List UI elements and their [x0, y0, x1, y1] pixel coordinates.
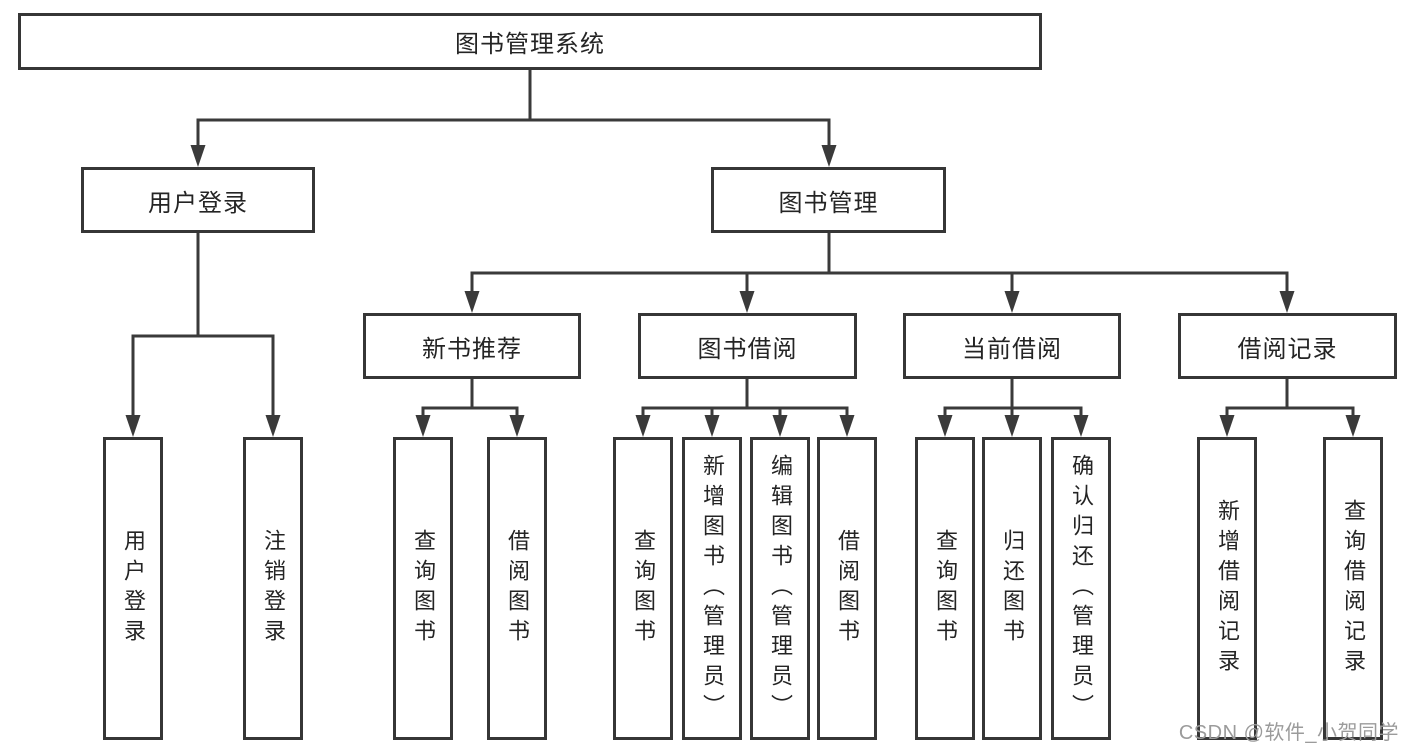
leaf-logout-label: 注销登录 [261, 528, 286, 649]
leaf-borrow-book-rec-label: 借阅图书 [505, 528, 530, 649]
node-borrow-record-label: 借阅记录 [1237, 335, 1338, 363]
leaf-query-borrow-record-label: 查询借阅记录 [1341, 498, 1366, 679]
leaf-confirm-return-admin-label: 确认归还（管理员） [1069, 453, 1094, 724]
connector-bookborrow-to-leaves [635, 379, 855, 437]
leaf-query-book-rec-label: 查询图书 [411, 528, 436, 649]
leaf-add-borrow-record-label: 新增借阅记录 [1215, 498, 1240, 679]
leaf-user-login: 用户登录 [103, 437, 163, 740]
leaf-query-book-current-label: 查询图书 [933, 528, 958, 649]
leaf-edit-book-admin-label: 编辑图书（管理员） [768, 453, 793, 724]
node-book-mgmt: 图书管理 [711, 167, 946, 233]
leaf-add-borrow-record: 新增借阅记录 [1197, 437, 1257, 740]
connector-currentborrow-to-leaves [937, 379, 1089, 437]
leaf-borrow-book-borrow-label: 借阅图书 [835, 528, 860, 649]
connector-root-to-level2 [190, 70, 837, 167]
leaf-confirm-return-admin: 确认归还（管理员） [1051, 437, 1111, 740]
leaf-query-book-borrow-label: 查询图书 [631, 528, 656, 649]
leaf-query-book-rec: 查询图书 [393, 437, 453, 740]
leaf-query-book-current: 查询图书 [915, 437, 975, 740]
node-root: 图书管理系统 [18, 13, 1042, 70]
node-book-borrow-label: 图书借阅 [697, 335, 798, 363]
node-user-login-label: 用户登录 [148, 189, 248, 217]
connector-bookmgmt-to-level3 [464, 233, 1295, 313]
node-current-borrow-label: 当前借阅 [962, 335, 1062, 363]
leaf-edit-book-admin: 编辑图书（管理员） [750, 437, 810, 740]
node-current-borrow: 当前借阅 [903, 313, 1121, 379]
leaf-query-book-borrow: 查询图书 [613, 437, 673, 740]
node-new-book-rec: 新书推荐 [363, 313, 581, 379]
connector-borrowrecord-to-leaves [1219, 379, 1361, 437]
leaf-borrow-book-borrow: 借阅图书 [817, 437, 877, 740]
leaf-borrow-book-rec: 借阅图书 [487, 437, 547, 740]
node-user-login: 用户登录 [81, 167, 315, 233]
node-borrow-record: 借阅记录 [1178, 313, 1397, 379]
watermark: CSDN @软件_小贺同学 [1178, 722, 1399, 744]
connector-newbookrec-to-leaves [415, 379, 525, 437]
leaf-user-login-label: 用户登录 [121, 528, 146, 649]
node-book-mgmt-label: 图书管理 [778, 189, 879, 217]
leaf-return-book: 归还图书 [982, 437, 1042, 740]
leaf-logout: 注销登录 [243, 437, 303, 740]
leaf-add-book-admin: 新增图书（管理员） [682, 437, 742, 740]
leaf-add-book-admin-label: 新增图书（管理员） [700, 453, 725, 724]
leaf-return-book-label: 归还图书 [1000, 528, 1025, 649]
leaf-query-borrow-record: 查询借阅记录 [1323, 437, 1383, 740]
node-book-borrow: 图书借阅 [638, 313, 857, 379]
connector-userlogin-to-leaves [125, 233, 281, 437]
node-root-label: 图书管理系统 [455, 31, 605, 58]
node-new-book-rec-label: 新书推荐 [422, 335, 522, 363]
